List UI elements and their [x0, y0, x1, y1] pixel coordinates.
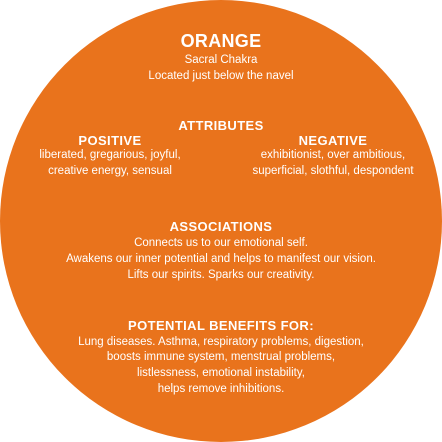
- benefits-line: helps remove inhibitions.: [157, 383, 285, 395]
- positive-line: creative energy, sensual: [48, 164, 172, 177]
- negative-label: NEGATIVE: [298, 133, 368, 148]
- page-title: ORANGE: [180, 31, 262, 51]
- associations-heading: ASSOCIATIONS: [169, 219, 273, 234]
- location-text: Located just below the navel: [148, 70, 294, 82]
- subtitle: Sacral Chakra: [184, 54, 258, 66]
- benefits-line: Lung diseases. Asthma, respiratory probl…: [78, 336, 364, 348]
- negative-line: superficial, slothful, despondent: [252, 164, 414, 177]
- positive-label: POSITIVE: [78, 133, 142, 148]
- positive-attributes: POSITIVE liberated, gregarious, joyful, …: [10, 133, 210, 179]
- benefits-line: listlessness, emotional instability,: [137, 367, 305, 379]
- negative-line: exhibitionist, over ambitious,: [260, 149, 406, 161]
- associations-line: Lifts our spirits. Sparks our creativity…: [127, 269, 315, 281]
- attributes-heading: ATTRIBUTES: [178, 118, 264, 133]
- associations-line: Awakens our inner potential and helps to…: [66, 253, 376, 265]
- negative-attributes: NEGATIVE exhibitionist, over ambitious, …: [228, 133, 438, 179]
- benefits-line: boosts immune system, menstrual problems…: [106, 351, 336, 363]
- associations-line: Connects us to our emotional self.: [134, 237, 308, 249]
- benefits-heading: POTENTIAL BENEFITS FOR:: [128, 318, 314, 333]
- positive-line: liberated, gregarious, joyful,: [39, 149, 181, 161]
